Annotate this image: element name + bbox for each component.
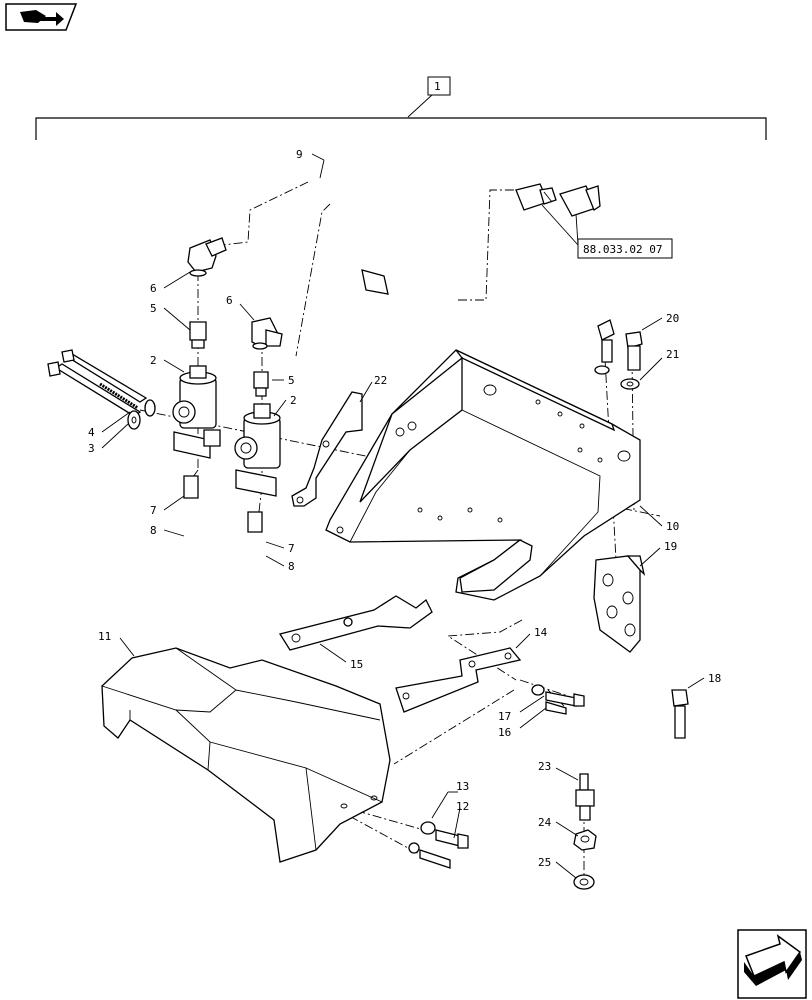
reference-label: 88.033.02 07 [583,243,662,256]
callout-14: 14 [534,626,548,639]
callout-8-left: 8 [150,524,157,537]
solenoid-valve-right [234,403,281,497]
bolt-16-17 [531,684,585,715]
elbow-fitting-left [187,237,227,277]
callout-17: 17 [498,710,511,723]
cover-11 [101,647,391,863]
washer-25 [573,874,595,890]
callout-11: 11 [98,630,111,643]
fitting-tube-left [169,475,199,593]
solenoid-valve-left [172,365,221,459]
bolt-18 [671,689,689,739]
group-ref-box [427,76,451,96]
washer-left [127,399,156,430]
adapter-left [189,321,207,349]
long-bolt-lower [47,361,142,417]
callout-6-left: 6 [150,282,157,295]
callout-10: 10 [666,520,679,533]
book-arrow-icon[interactable] [5,3,78,31]
bracket-14 [395,647,522,713]
callout-12: 12 [456,800,469,813]
callout-20: 20 [666,312,679,325]
callout-4: 4 [88,426,95,439]
callout-5-left: 5 [150,302,157,315]
callout-7-right: 7 [288,542,295,555]
next-page-arrow-icon[interactable] [737,929,807,999]
elbow-fitting-right [251,317,283,350]
nut-24 [573,829,597,851]
callout-22: 22 [374,374,387,387]
fittings-top-right [515,183,601,217]
group-bracket: 1 [35,76,767,140]
adapter-right [253,371,269,397]
mounting-frame [325,349,641,601]
plate-19 [593,555,646,653]
callout-23: 23 [538,760,551,773]
bolt-20 [597,319,643,371]
bracket-22 [291,391,363,507]
callout-24: 24 [538,816,552,829]
washer-21 [594,365,640,390]
fitting-tube-right [239,511,263,625]
callout-9: 9 [296,148,303,161]
bolt-12-13 [408,821,469,869]
callout-5-right: 5 [288,374,295,387]
callout-19: 19 [664,540,677,553]
callout-13: 13 [456,780,469,793]
group-ref-label: 1 [434,80,441,93]
callout-18: 18 [708,672,721,685]
callout-3: 3 [88,442,95,455]
bracket-15 [278,595,433,651]
callout-2-right: 2 [290,394,297,407]
reference-link[interactable]: 88.033.02 07 [577,238,673,259]
callout-6-right: 6 [226,294,233,307]
callout-2-left: 2 [150,354,157,367]
callout-7-left: 7 [150,504,157,517]
hose-assembly [305,172,461,303]
callout-8-right: 8 [288,560,295,573]
callout-25: 25 [538,856,551,869]
callout-21: 21 [666,348,679,361]
long-bolt-upper [61,349,148,403]
callout-16: 16 [498,726,511,739]
callout-15: 15 [350,658,363,671]
stud-23 [575,773,595,821]
callout-labels: 9 6 5 2 6 5 2 4 3 7 8 7 8 22 20 21 10 [88,148,721,879]
